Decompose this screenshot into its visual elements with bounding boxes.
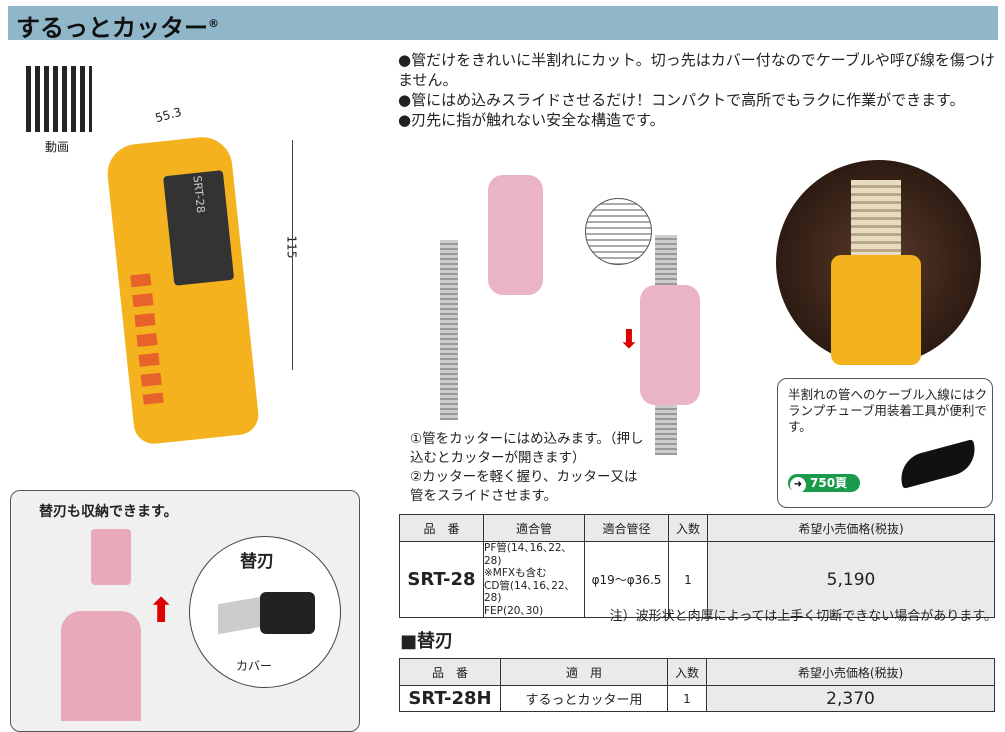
feature-list: ●管だけをきれいに半割れにカット。切っ先はカバー付なのでケーブルや呼び線を傷つけ… — [398, 50, 998, 130]
step-item: ②カッターを軽く握り、カッター又は管をスライドさせます。 — [410, 469, 638, 504]
note: 注）波形状と肉厚によっては上手く切断できない場合があります。 — [609, 609, 997, 624]
pipe-illustration — [440, 240, 458, 420]
cover-label: カバー — [236, 659, 273, 673]
step-item: ①管をカッターにはめ込みます。（押し込むとカッターが開きます） — [410, 431, 644, 466]
tool-image — [895, 439, 981, 489]
feature-item: ●刃先に指が触れない安全な構造です。 — [398, 111, 665, 129]
cutter-illustration — [488, 175, 543, 295]
dim-width: 55.3 — [153, 104, 184, 126]
step-list: ①管をカッターにはめ込みます。（押し込むとカッターが開きます） ②カッターを軽く… — [410, 430, 650, 506]
product-table: 品 番適合管適合管径入数希望小売価格(税抜) SRT-28 PF管(14､16､… — [399, 514, 995, 618]
blade-caption: 替刃も収納できます。 — [39, 504, 178, 520]
feature-item: ●管にはめ込みスライドさせるだけ！コンパクトで高所でもラクに作業ができます。 — [398, 91, 965, 109]
qr-label: 動画 — [45, 140, 70, 154]
tip-text: 半割れの管へのケーブル入線にはクランプチューブ用装着工具が便利です。 — [788, 387, 988, 434]
qr-code[interactable] — [26, 66, 92, 132]
product-image: SRT-28 — [104, 134, 261, 446]
usage-photo — [776, 160, 981, 365]
feature-item: ●管だけをきれいに半割れにカット。切っ先はカバー付なのでケーブルや呼び線を傷つけ… — [398, 51, 995, 89]
title-bar — [8, 6, 998, 40]
tip-box: 半割れの管へのケーブル入線にはクランプチューブ用装着工具が便利です。 ➜750頁 — [777, 378, 993, 508]
blade-storage-box: 替刃も収納できます。 ⬆ 替刃 カバー — [10, 490, 360, 732]
blade-title: 替刃 — [240, 552, 274, 572]
arrow-right-icon: ➜ — [790, 477, 806, 493]
page-link[interactable]: ➜750頁 — [788, 474, 860, 493]
page-title: するっとカッター® — [16, 14, 219, 42]
section-heading: ■替刃 — [400, 631, 454, 652]
